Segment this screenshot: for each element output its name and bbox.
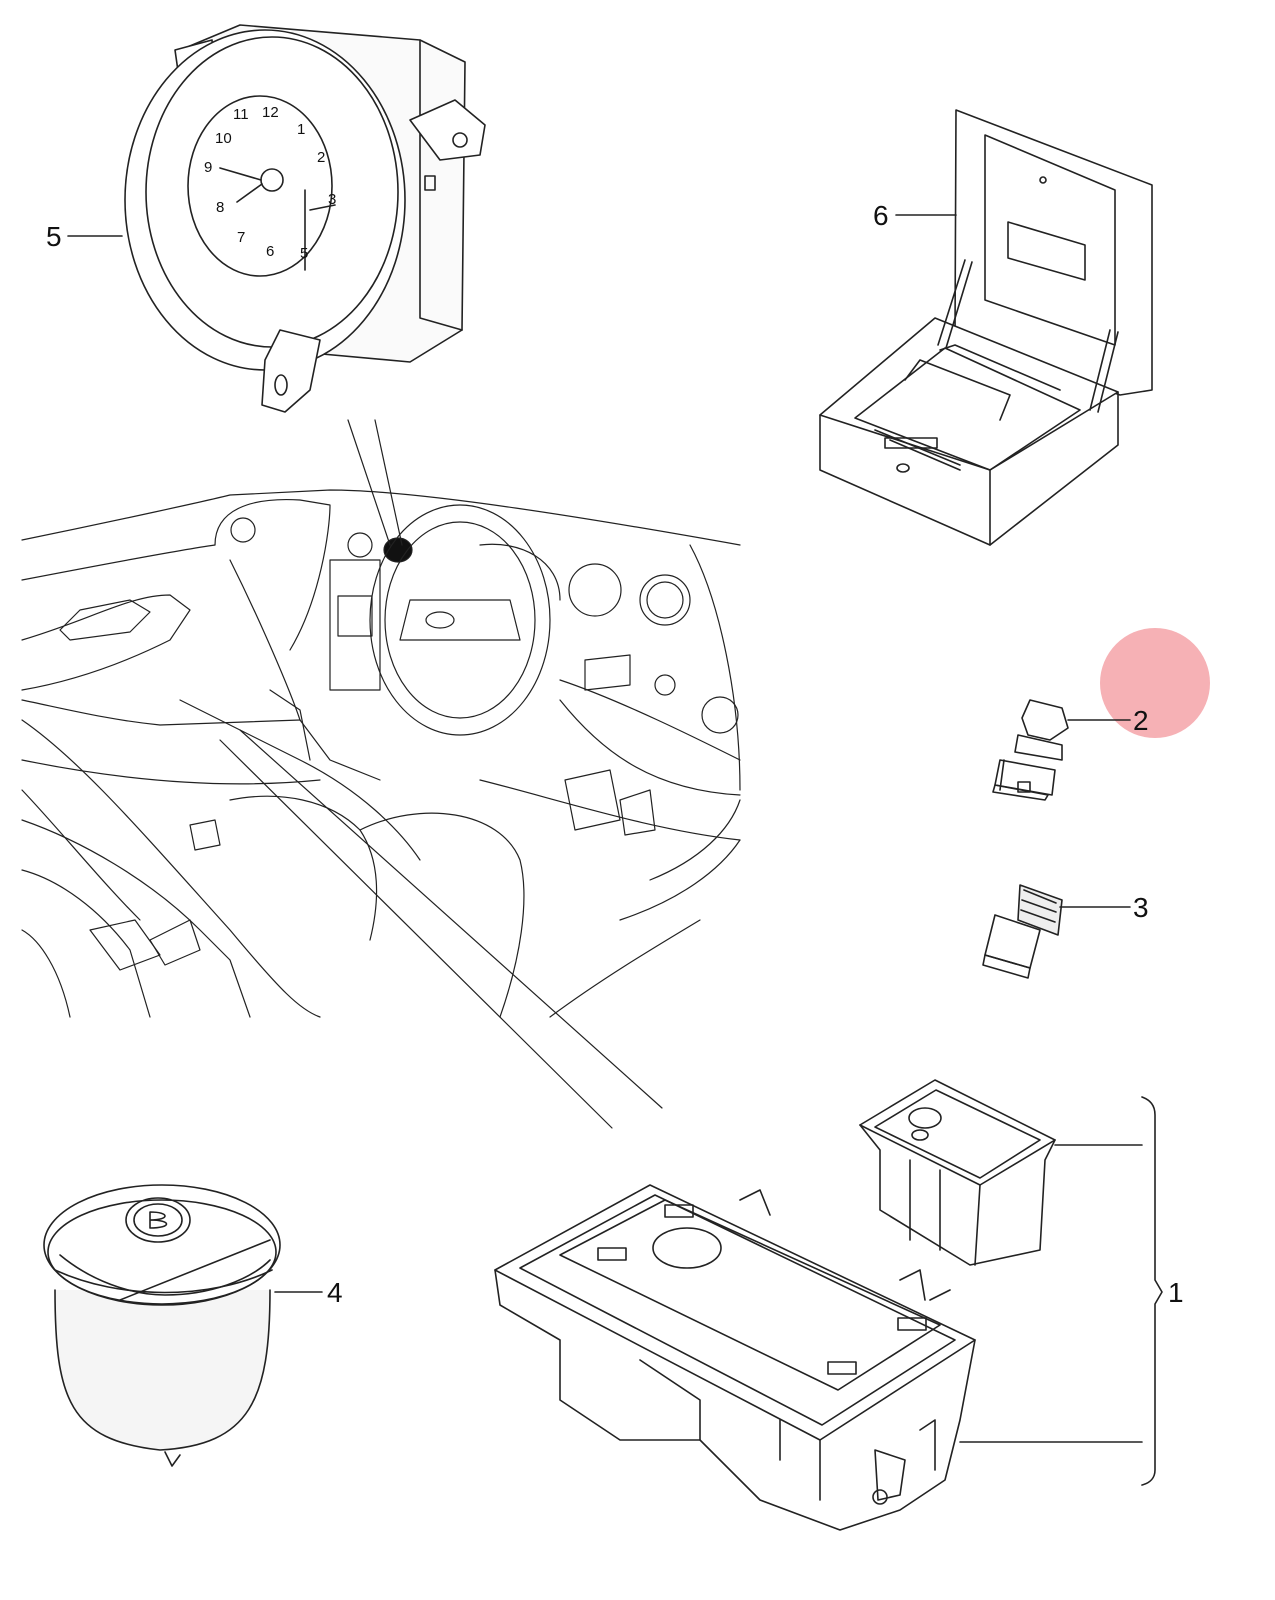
part-1-ashtray-housing[interactable]: [494, 1079, 1056, 1531]
clock-numeral: 9: [204, 159, 212, 176]
clock-numeral: 1: [297, 121, 305, 138]
clock-numeral: 2: [317, 149, 325, 166]
part-6-box[interactable]: [819, 109, 1153, 546]
clock-numeral: 8: [216, 199, 224, 216]
part-5-clock[interactable]: [124, 24, 486, 413]
clock-numeral: 6: [266, 243, 274, 260]
part-4-ashtray[interactable]: [43, 1184, 281, 1467]
callout-label-6[interactable]: 6: [873, 200, 889, 231]
clock-numeral: 7: [237, 229, 245, 246]
clock-numerals: 12 1 2 3 5 6 7 8 9 10 11: [204, 104, 336, 262]
callout-label-2[interactable]: 2: [1133, 705, 1149, 736]
clock-numeral: 12: [262, 104, 279, 121]
callout-label-3[interactable]: 3: [1133, 892, 1149, 923]
clock-numeral: 3: [328, 191, 336, 208]
part-3-lighter-element[interactable]: [982, 884, 1063, 979]
clock-numeral: 5: [300, 245, 308, 262]
clock-numeral: 11: [233, 106, 249, 123]
callout-label-5[interactable]: 5: [46, 221, 62, 252]
callout-label-4[interactable]: 4: [327, 1277, 343, 1308]
bracket-part-1: [1141, 1096, 1163, 1486]
car-interior-overview: [21, 419, 741, 1129]
part-2-cigar-lighter[interactable]: [992, 699, 1069, 801]
callout-label-1[interactable]: 1: [1168, 1277, 1184, 1308]
clock-numeral: 10: [215, 130, 232, 147]
